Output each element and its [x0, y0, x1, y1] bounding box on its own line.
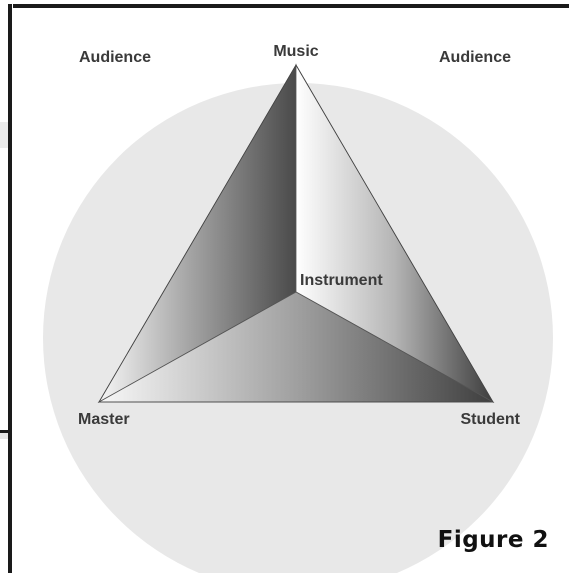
label-instrument: Instrument: [300, 272, 383, 289]
label-audience-right: Audience: [439, 49, 511, 66]
frame-left-border: [8, 4, 12, 573]
left-margin-rule: [0, 430, 8, 433]
left-margin-shade: [0, 122, 8, 148]
figure-caption: Figure 2: [437, 527, 549, 553]
label-music: Music: [273, 43, 318, 60]
label-master: Master: [78, 411, 130, 428]
label-audience-left: Audience: [79, 49, 151, 66]
label-student: Student: [460, 411, 520, 428]
pyramid-outline: [98, 64, 494, 403]
frame-top-border: [13, 4, 569, 8]
left-margin-shade-lower: [0, 433, 8, 439]
